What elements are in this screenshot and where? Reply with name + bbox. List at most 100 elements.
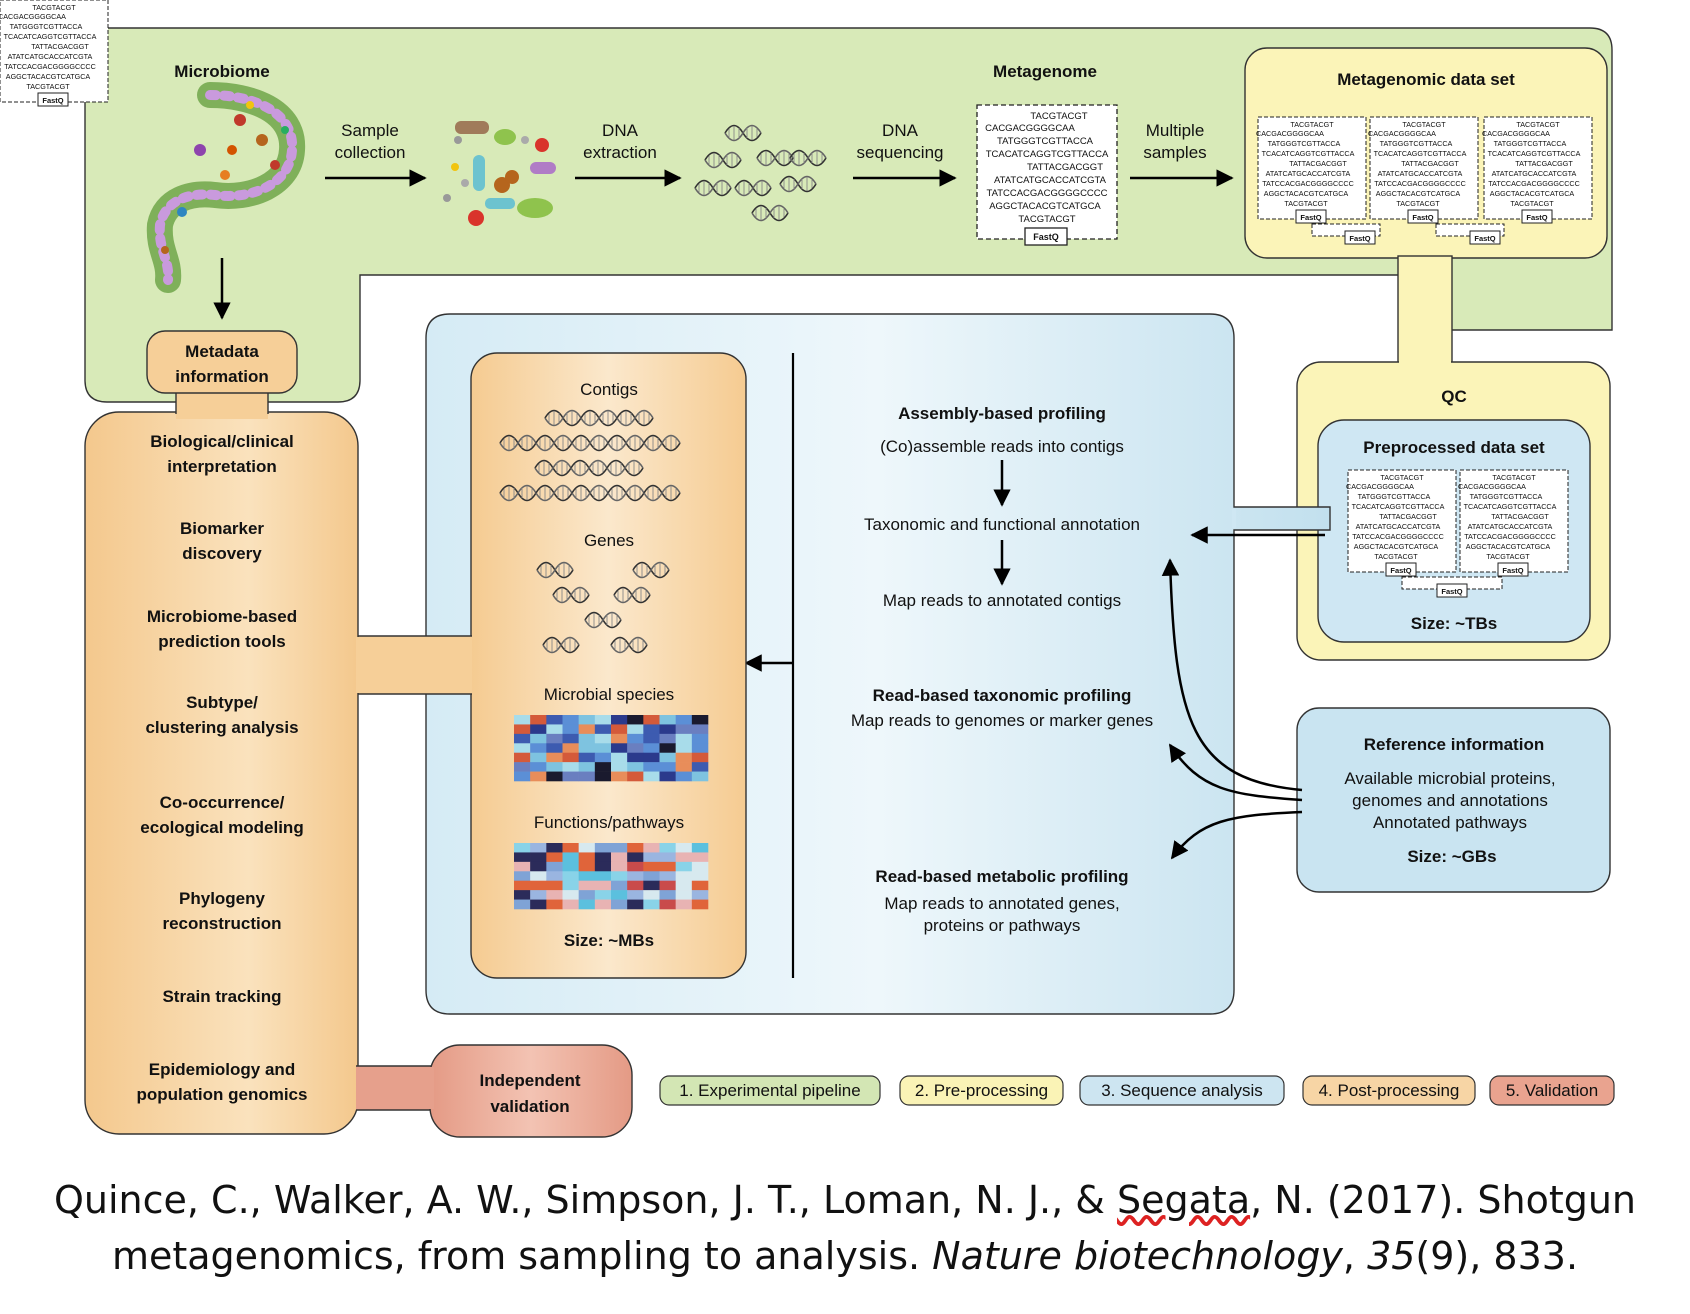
svg-text:AGGCTACACGTCATGCA: AGGCTACACGTCATGCA — [6, 72, 91, 81]
validation-label-1: Independent — [479, 1071, 580, 1090]
reference-line-2: genomes and annotations — [1352, 791, 1548, 810]
assembly-step-2: Taxonomic and functional annotation — [864, 515, 1140, 534]
qc-title: QC — [1441, 387, 1467, 406]
svg-text:FastQ: FastQ — [1474, 234, 1495, 243]
analysis-item-4: Co-occurrence/ — [160, 793, 285, 812]
svg-text:TACGTACGT: TACGTACGT — [1030, 111, 1087, 122]
reference-line-1: Available microbial proteins, — [1344, 769, 1555, 788]
functions-heatmap — [514, 843, 709, 910]
validation-label-2: validation — [490, 1097, 569, 1116]
assembly-step-3: Map reads to annotated contigs — [883, 591, 1121, 610]
reference-size: Size: ~GBs — [1407, 847, 1496, 866]
microbes-illustration — [443, 121, 556, 226]
svg-text:FastQ: FastQ — [1033, 232, 1059, 242]
metadata-information-box — [146, 330, 298, 394]
legend-label-3: 3. Sequence analysis — [1101, 1081, 1263, 1100]
svg-text:ATATCATGCACCATCGTA: ATATCATGCACCATCGTA — [994, 175, 1107, 186]
svg-text:TCACATCAGGTCGTTACCA: TCACATCAGGTCGTTACCA — [4, 32, 97, 41]
legend-swatch-4 — [1302, 1075, 1476, 1106]
svg-text:TATGGGTCGTTACCA: TATGGGTCGTTACCA — [997, 136, 1094, 147]
arrow-reference-to-taxonomic — [1168, 743, 1303, 802]
metadata-label-1: Metadata — [185, 342, 259, 361]
analysis-item-7: Epidemiology and — [149, 1060, 295, 1079]
legend-swatch-3 — [1079, 1075, 1285, 1106]
microbial-species-heatmap — [514, 715, 709, 782]
sample-collection-label-2: collection — [335, 143, 406, 162]
svg-text:CACGACGGGGCAA: CACGACGGGGCAA — [0, 12, 66, 21]
analysis-item-2: Microbiome-based — [147, 607, 297, 626]
analysis-item-1: Biomarker — [180, 519, 264, 538]
citation-line-1: Quince, C., Walker, A. W., Simpson, J. T… — [53, 1178, 1637, 1222]
metagenomic-data-set-title: Metagenomic data set — [1337, 70, 1515, 89]
svg-text:TCACATCAGGTCGTTACCA: TCACATCAGGTCGTTACCA — [986, 149, 1109, 160]
dna-extraction-label: DNA — [602, 121, 639, 140]
svg-text:TACGTACGT: TACGTACGT — [32, 3, 76, 12]
multiple-samples-label: Multiple — [1146, 121, 1205, 140]
reference-title: Reference information — [1364, 735, 1544, 754]
reference-line-3: Annotated pathways — [1373, 813, 1527, 832]
svg-text:TATGGGTCGTTACCA: TATGGGTCGTTACCA — [10, 22, 83, 31]
qc-connector — [1397, 255, 1453, 367]
validation-panel — [429, 1044, 633, 1138]
legend-swatch-1 — [659, 1075, 881, 1106]
svg-text:FastQ: FastQ — [1349, 234, 1370, 243]
analysis-item-2: prediction tools — [158, 632, 286, 651]
svg-text:CACGACGGGGCAA: CACGACGGGGCAA — [985, 123, 1075, 134]
svg-text:AGGCTACACGTCATGCA: AGGCTACACGTCATGCA — [989, 201, 1101, 212]
analysis-item-4: ecological modeling — [140, 818, 303, 837]
results-to-analyses-connector — [356, 636, 472, 694]
preprocessed-data-set-title: Preprocessed data set — [1363, 438, 1545, 457]
legend-label-4: 4. Post-processing — [1319, 1081, 1460, 1100]
preprocessed-card-1 — [1345, 469, 1457, 577]
microbial-species-label: Microbial species — [544, 685, 674, 704]
multiple-samples-label-2: samples — [1143, 143, 1206, 162]
citation-author-segata: Segata — [1117, 1178, 1251, 1222]
analysis-item-7: population genomics — [137, 1085, 308, 1104]
preprocessed-size: Size: ~TBs — [1411, 614, 1497, 633]
arrow-reference-to-metabolic — [1170, 810, 1303, 860]
metagenome-sequence-card: TACGTACGT CACGACGGGGCAA TATGGGTCGTTACCA … — [976, 104, 1118, 246]
analysis-item-5: Phylogeny — [179, 889, 266, 908]
legend-swatch-5 — [1489, 1075, 1615, 1106]
dna-sequencing-label-2: sequencing — [857, 143, 944, 162]
citation: Quince, C., Walker, A. W., Simpson, J. T… — [0, 1172, 1690, 1284]
svg-text:TATTACGACGGT: TATTACGACGGT — [31, 42, 89, 51]
analysis-item-6: Strain tracking — [162, 987, 281, 1006]
analysis-item-3: clustering analysis — [145, 718, 298, 737]
contigs-label: Contigs — [580, 380, 638, 399]
legend-label-2: 2. Pre-processing — [915, 1081, 1048, 1100]
metadata-label-2: information — [175, 367, 269, 386]
validation-connector — [356, 1066, 436, 1110]
genes-label: Genes — [584, 531, 634, 550]
assembly-profiling-title: Assembly-based profiling — [898, 404, 1106, 423]
legend-swatch-2 — [899, 1075, 1064, 1106]
dna-sequencing-label: DNA — [882, 121, 919, 140]
metagenome-label: Metagenome — [993, 62, 1097, 81]
microbiome-gut-illustration — [146, 82, 306, 293]
microbiome-label: Microbiome — [174, 62, 269, 81]
assembly-step-1: (Co)assemble reads into contigs — [880, 437, 1124, 456]
preprocessed-card-2 — [1457, 469, 1569, 577]
svg-text:TACGTACGT: TACGTACGT — [26, 82, 70, 91]
metagenomic-data-cards: TACGTACGT CACGACGGGGCAA TATGGGTCGTTACCA … — [0, 0, 1593, 245]
analysis-item-1: discovery — [182, 544, 262, 563]
analysis-item-5: reconstruction — [162, 914, 281, 933]
dna-extraction-label-2: extraction — [583, 143, 657, 162]
svg-text:TATCCACGACGGGGCCCC: TATCCACGACGGGGCCCC — [986, 188, 1107, 199]
svg-text:TATCCACGACGGGGCCCC: TATCCACGACGGGGCCCC — [4, 62, 96, 71]
arrow-reference-to-annotation — [1161, 558, 1303, 792]
functions-label: Functions/pathways — [534, 813, 684, 832]
read-metabolic-desc-2: proteins or pathways — [924, 916, 1081, 935]
read-taxonomic-title: Read-based taxonomic profiling — [873, 686, 1132, 705]
read-metabolic-desc-1: Map reads to annotated genes, — [884, 894, 1119, 913]
citation-line-2: metagenomics, from sampling to analysis.… — [111, 1234, 1579, 1278]
citation-journal: Nature biotechnology — [932, 1234, 1343, 1278]
svg-text:TATTACGACGGT: TATTACGACGGT — [1027, 162, 1103, 173]
results-size: Size: ~MBs — [564, 931, 654, 950]
analysis-item-3: Subtype/ — [186, 693, 258, 712]
svg-text:FastQ: FastQ — [1441, 587, 1462, 596]
analyses-list: Biological/clinicalinterpretationBiomark… — [137, 432, 308, 1104]
svg-text:TACGTACGT: TACGTACGT — [1018, 214, 1075, 225]
